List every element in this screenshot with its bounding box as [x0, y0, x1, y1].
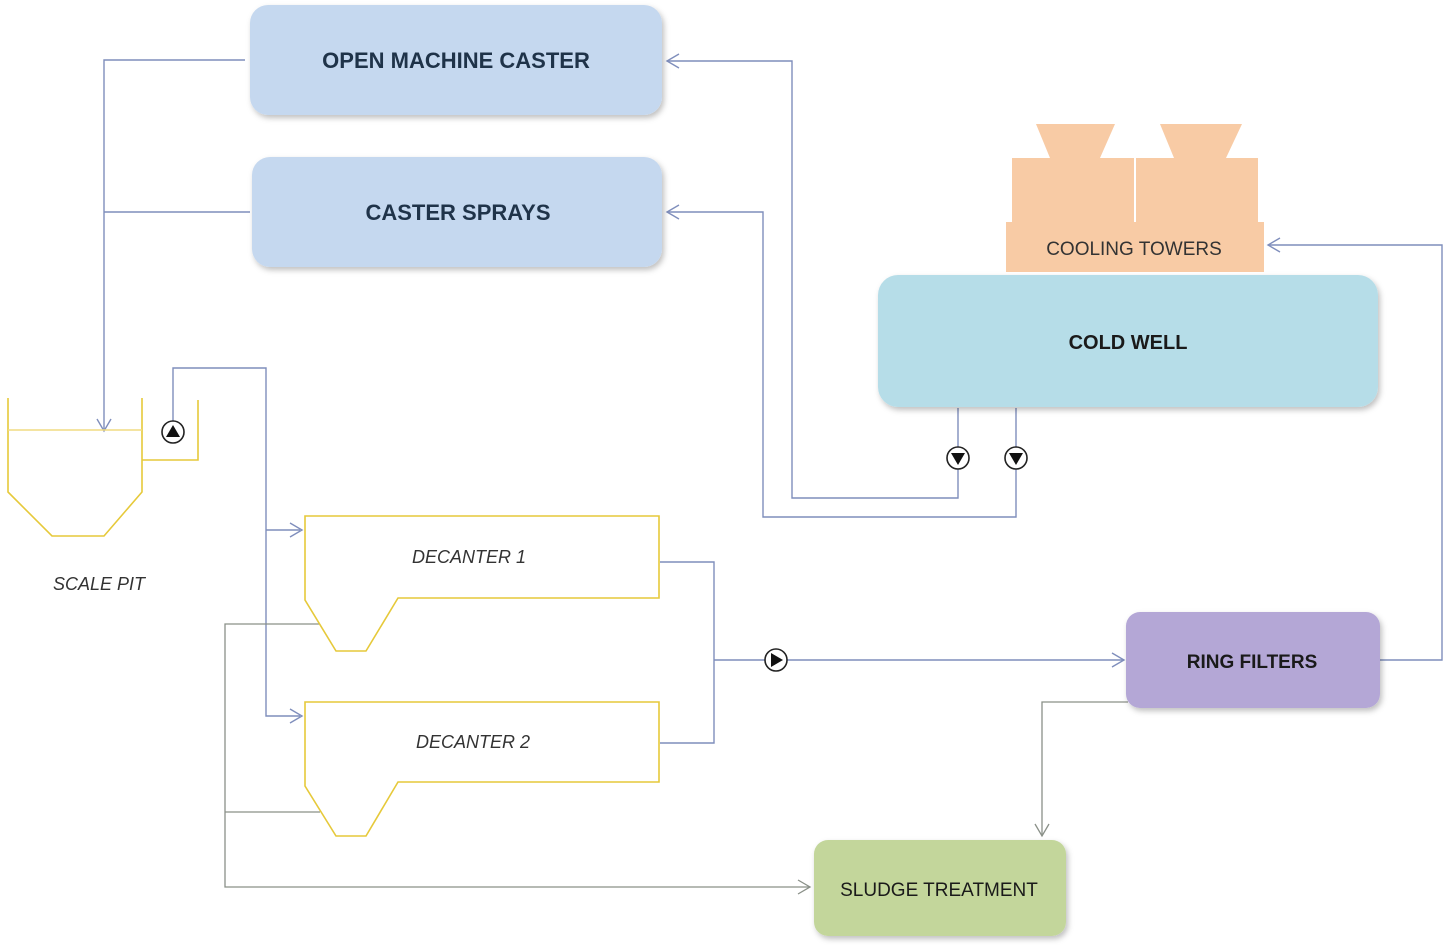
cooling-towers-inlet-arrow [1266, 237, 1281, 253]
decanter-1-label: DECANTER 1 [412, 547, 526, 567]
cold-well-pump-1-icon [946, 446, 970, 470]
sludge-from-filters-arrow [1034, 823, 1050, 838]
decanter-2-label: DECANTER 2 [416, 732, 530, 752]
scale-pit-pump-sump [142, 400, 199, 461]
sprays-inlet-arrow [665, 204, 680, 220]
ring-filters-label: RING FILTERS [1187, 652, 1318, 673]
sludge-treatment-label: SLUDGE TREATMENT [840, 880, 1038, 901]
cooling-tower-left [1012, 124, 1134, 222]
caster-inlet-arrow [665, 53, 680, 69]
decanter-2-inlet-arrow [289, 708, 304, 724]
scale-pit-pump-icon [161, 420, 185, 444]
scale-pit: SCALE PIT [7, 398, 199, 594]
decanter-2: DECANTER 2 [304, 701, 660, 837]
open-machine-caster-label: OPEN MACHINE CASTER [322, 48, 590, 73]
scale-pit-pump-line [172, 367, 300, 717]
scale-pit-label: SCALE PIT [53, 574, 147, 594]
ring-filters-to-towers-line [1268, 244, 1443, 661]
ring-filters-box: RING FILTERS [1126, 612, 1380, 708]
cooling-towers: COOLING TOWERS [1006, 124, 1264, 272]
caster-sprays-label: CASTER SPRAYS [365, 200, 550, 225]
ring-filters-sludge-line [1041, 701, 1128, 836]
cold-well-label: COLD WELL [1069, 332, 1188, 354]
decanter-1-outline [304, 515, 660, 652]
decanter-1-inlet-arrow [289, 522, 304, 538]
decanter-sludge-line [224, 623, 810, 888]
ring-filters-inlet-arrow [1111, 652, 1126, 668]
open-machine-caster-box: OPEN MACHINE CASTER [250, 5, 662, 115]
cold-well-box: COLD WELL [878, 275, 1378, 407]
decanter-2-outline [304, 701, 660, 837]
caster-sprays-box: CASTER SPRAYS [252, 157, 662, 267]
cold-well-pump-2-icon [1004, 446, 1028, 470]
cold-well-to-sprays-line [667, 211, 1017, 518]
decanter-1: DECANTER 1 [304, 515, 660, 652]
scale-pit-outline [7, 398, 143, 537]
sludge-treatment-box: SLUDGE TREATMENT [814, 840, 1066, 936]
scale-pit-inlet-arrow [96, 418, 112, 433]
sludge-treatment-inlet-arrow [797, 879, 812, 895]
decanter-outlet-pump-icon [764, 648, 788, 672]
cooling-towers-base [1006, 222, 1264, 272]
cooling-tower-right [1136, 124, 1258, 222]
decanter-1-outlet-line [660, 561, 715, 744]
cooling-towers-label: COOLING TOWERS [1046, 239, 1222, 260]
caster-return-line [103, 59, 245, 430]
